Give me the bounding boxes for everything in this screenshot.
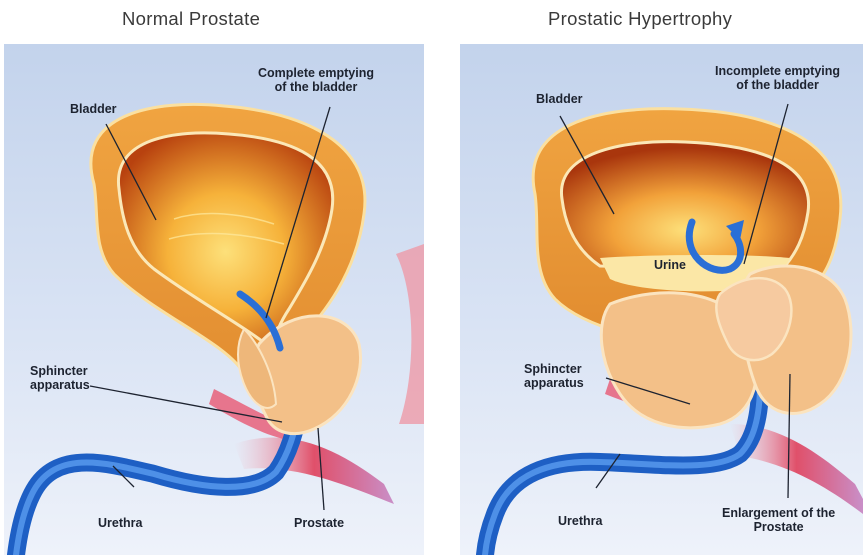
enlargement-label: Enlargement of the Prostate — [722, 506, 835, 534]
incomplete-emptying-line2: of the bladder — [715, 78, 840, 92]
normal-prostate-illustration — [4, 44, 424, 555]
complete-emptying-line2: of the bladder — [258, 80, 374, 94]
urethra-label: Urethra — [98, 516, 142, 530]
sphincter-line2: apparatus — [30, 378, 90, 392]
sphincter-line2: apparatus — [524, 376, 584, 390]
prostate-label: Prostate — [294, 516, 344, 530]
prostatic-hypertrophy-title: Prostatic Hypertrophy — [548, 8, 732, 30]
hypertrophy-panel: Bladder Incomplete emptying of the bladd… — [460, 44, 863, 555]
bladder-label: Bladder — [536, 92, 583, 106]
urethra-label: Urethra — [558, 514, 602, 528]
sphincter-label: Sphincter apparatus — [30, 364, 90, 392]
bladder-label: Bladder — [70, 102, 117, 116]
enlargement-line2: Prostate — [722, 520, 835, 534]
sphincter-line1: Sphincter — [524, 362, 584, 376]
sphincter-label: Sphincter apparatus — [524, 362, 584, 390]
normal-prostate-panel: Bladder Complete emptying of the bladder… — [4, 44, 424, 555]
enlargement-line1: Enlargement of the — [722, 506, 835, 520]
hypertrophy-illustration — [460, 44, 863, 555]
normal-prostate-title: Normal Prostate — [122, 8, 260, 30]
complete-emptying-label: Complete emptying of the bladder — [258, 66, 374, 94]
bladder-lumen — [561, 142, 808, 268]
complete-emptying-line1: Complete emptying — [258, 66, 374, 80]
urine-label: Urine — [654, 258, 686, 272]
sphincter-line1: Sphincter — [30, 364, 90, 378]
incomplete-emptying-line1: Incomplete emptying — [715, 64, 840, 78]
incomplete-emptying-label: Incomplete emptying of the bladder — [715, 64, 840, 92]
